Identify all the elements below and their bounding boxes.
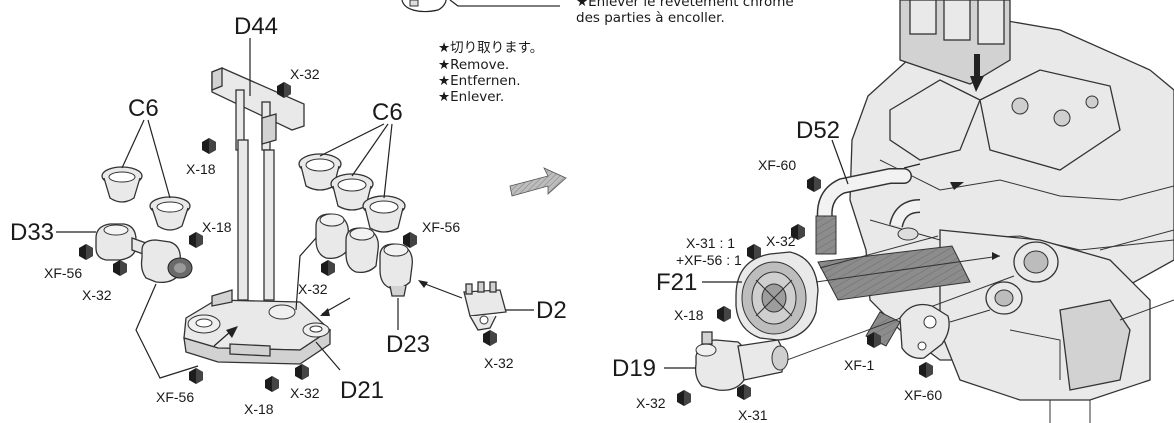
top-note-line1: ★Enlever le revêtement chromé [576, 0, 794, 10]
guide-line-d23 [295, 237, 317, 311]
leader-c6-left-b [147, 119, 171, 199]
label-xf56-a: XF-56 [44, 265, 82, 281]
label-d23: D23 [386, 331, 430, 358]
removal-note: ★切り取ります。 ★Remove. ★Entfernen. ★Enlever. [438, 40, 543, 105]
label-x18-d: X-18 [674, 307, 704, 323]
part-c6-right-cups [298, 153, 406, 233]
top-note-line2: des parties à encoller. [576, 10, 725, 26]
paint-marker-xf56-a [79, 244, 93, 260]
part-d23-injectors [315, 213, 413, 297]
paint-marker-x18-c [265, 376, 279, 392]
label-x18-c: X-18 [244, 401, 274, 417]
paint-marker-x32-g [677, 390, 691, 406]
label-x31: X-31 [738, 407, 768, 423]
leader-d21 [315, 341, 341, 371]
step-arrow [509, 167, 567, 197]
guide-line-hose [819, 235, 939, 269]
leader-c6-right-c [383, 123, 393, 199]
previous-step-fragment [401, 0, 560, 13]
paint-marker-x18-b [189, 232, 203, 248]
label-x32-g: X-32 [636, 395, 666, 411]
guide-line-f21 [815, 255, 1001, 283]
paint-marker-xf60-a [807, 176, 821, 192]
leader-c6-right-a [319, 123, 385, 157]
part-d44-bracket [211, 67, 305, 301]
guide-line-d33 [135, 283, 199, 379]
label-x32-b: X-32 [82, 287, 112, 303]
paint-marker-x32-d [483, 330, 497, 346]
top-note: ★Enlever le revêtement chromé des partie… [576, 0, 794, 26]
label-xf56-b: XF-56 [422, 219, 460, 235]
label-d21: D21 [340, 377, 384, 404]
label-x32-d: X-32 [484, 355, 514, 371]
part-c6-left-cups [101, 166, 191, 231]
removal-note-jp: ★切り取ります。 [438, 40, 543, 56]
paint-marker-xf56-c [189, 368, 203, 384]
guide-line-d19 [759, 275, 1015, 371]
label-xf1: XF-1 [844, 357, 875, 373]
label-x18-b: X-18 [202, 219, 232, 235]
label-x32-f: X-32 [766, 233, 796, 249]
part-d33-injector [95, 223, 193, 284]
paint-marker-x32-b [113, 260, 127, 276]
label-d2: D2 [536, 297, 567, 324]
paint-marker-xf60-b [919, 362, 933, 378]
label-x18-a: X-18 [186, 161, 216, 177]
part-d19-pump [694, 331, 789, 391]
label-xf60-b: XF-60 [904, 387, 942, 403]
label-d19: D19 [612, 355, 656, 382]
paint-marker-x18-a [202, 138, 216, 154]
label-f21: F21 [656, 269, 697, 296]
label-d33: D33 [10, 219, 54, 246]
paint-marker-x18-d [717, 306, 731, 322]
arrow-engine-mid [950, 182, 964, 190]
arrow-d2-to-d23 [419, 281, 463, 299]
leader-c6-right-b [351, 123, 389, 177]
part-d2-connector [463, 281, 507, 331]
removal-note-de: ★Entfernen. [438, 73, 521, 89]
label-d44: D44 [234, 13, 278, 40]
part-d52-hose [815, 168, 921, 255]
removal-note-en: ★Remove. [438, 57, 509, 73]
label-c6-left: C6 [128, 95, 159, 122]
arrow-down-top [970, 54, 984, 92]
label-d52: D52 [796, 117, 840, 144]
paint-marker-x31 [737, 384, 751, 400]
label-xf60-a: XF-60 [758, 157, 796, 173]
label-xf56-c: XF-56 [156, 389, 194, 405]
arrow-plate [226, 326, 238, 338]
leader-c6-left-a [121, 119, 145, 169]
part-side-cover [899, 303, 950, 359]
leader-d52 [831, 139, 849, 185]
part-base-plate [183, 289, 332, 365]
label-x32-a: X-32 [290, 66, 320, 82]
label-c6-right: C6 [372, 99, 403, 126]
paint-marker-x32-e [295, 364, 309, 380]
paint-marker-x32-c [321, 260, 335, 276]
label-mix-1: X-31 : 1 [686, 235, 735, 251]
part-masking-tape [817, 245, 971, 301]
removal-note-fr: ★Enlever. [438, 89, 504, 105]
part-f21-cover [735, 251, 819, 341]
label-x32-c: X-32 [298, 281, 328, 297]
label-mix-2: +XF-56 : 1 [676, 252, 742, 268]
label-x32-e: X-32 [290, 385, 320, 401]
